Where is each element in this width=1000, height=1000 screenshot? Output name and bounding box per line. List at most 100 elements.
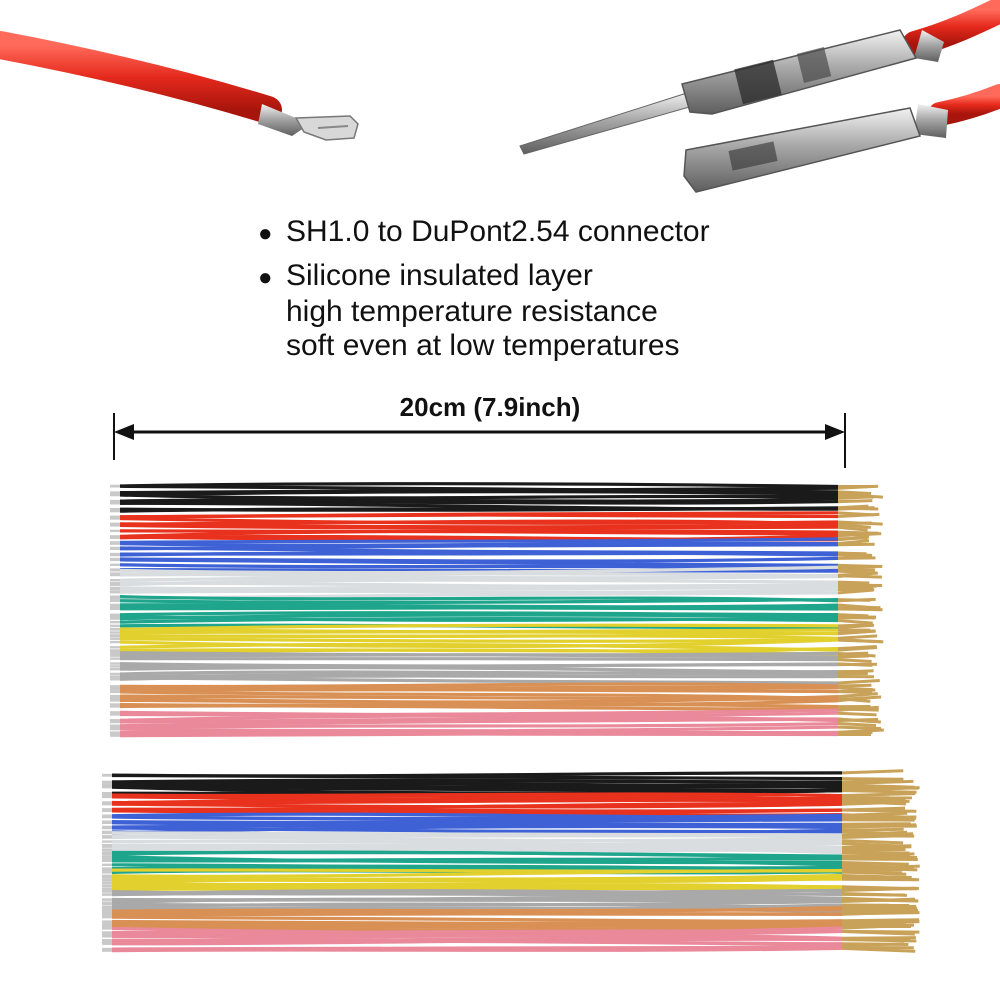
- wire: [119, 587, 839, 594]
- dupont-terminal: [837, 629, 875, 635]
- dupont-terminal: [837, 651, 876, 658]
- dupont-terminal: [841, 864, 920, 871]
- dupont-terminal: [837, 705, 879, 712]
- wire-bundle-top: [110, 482, 884, 738]
- dupont-terminal: [841, 923, 915, 930]
- dupont-terminal: [841, 848, 906, 853]
- dimension-arrow: [113, 413, 846, 468]
- dupont-terminal: [841, 886, 919, 892]
- wire: [119, 670, 839, 679]
- wire: [111, 946, 843, 953]
- wire: [111, 824, 843, 835]
- dupont-terminal: [841, 811, 908, 817]
- wire: [119, 489, 839, 497]
- wire: [119, 513, 839, 519]
- dupont-terminal: [841, 938, 917, 943]
- dupont-terminal: [837, 696, 867, 703]
- dupont-terminal: [841, 919, 918, 926]
- wire: [119, 506, 839, 513]
- wire: [119, 704, 839, 711]
- dupont-male-pin: [519, 0, 1000, 155]
- feature-text: SH1.0 to DuPont2.54 connector: [286, 215, 710, 248]
- dupont-terminal: [837, 683, 872, 688]
- wire: [119, 690, 839, 701]
- wire: [119, 687, 839, 694]
- wire: [119, 656, 839, 662]
- dupont-terminal: [837, 539, 870, 546]
- wire: [119, 529, 839, 538]
- wire: [119, 637, 839, 643]
- wire: [119, 595, 839, 603]
- dupont-terminal: [841, 897, 916, 903]
- dupont-terminal: [837, 565, 878, 569]
- wire: [111, 822, 843, 829]
- wire: [119, 653, 839, 659]
- dupont-terminal: [841, 834, 911, 839]
- dupont-terminal: [841, 827, 904, 832]
- dupont-terminal: [837, 567, 876, 572]
- wire: [119, 623, 839, 632]
- bullet-icon: ●: [258, 220, 273, 247]
- feature-list: ● SH1.0 to DuPont2.54 connector ● Silico…: [258, 215, 858, 363]
- dupont-terminal: [837, 679, 880, 685]
- wire: [111, 773, 843, 781]
- wire: [111, 835, 843, 843]
- wire: [119, 717, 839, 728]
- feature-text-continued: soft even at low temperatures: [286, 329, 680, 362]
- dupont-terminal: [841, 853, 910, 859]
- wire: [111, 884, 843, 891]
- dupont-terminal: [841, 906, 918, 912]
- wire: [111, 869, 843, 878]
- wire: [119, 551, 839, 556]
- bullet-icon: ●: [258, 264, 273, 291]
- dupont-terminal: [837, 588, 874, 595]
- wire: [119, 586, 839, 591]
- dupont-terminal: [837, 598, 871, 602]
- dupont-terminal: [837, 634, 878, 640]
- dupont-terminal: [837, 692, 878, 699]
- wire: [119, 721, 839, 730]
- feature-text-continued: high temperature resistance: [286, 295, 658, 328]
- wire: [111, 923, 843, 929]
- dupont-terminal: [841, 861, 909, 866]
- sh10-terminal-wire: [0, 31, 359, 141]
- wire: [119, 633, 839, 640]
- dupont-terminal: [841, 769, 904, 775]
- wire: [119, 648, 839, 656]
- wire: [119, 676, 839, 685]
- dupont-terminal: [837, 551, 867, 556]
- dupont-terminal: [837, 495, 875, 500]
- dupont-terminal: [837, 536, 868, 541]
- wire: [119, 496, 839, 503]
- dupont-terminal: [841, 788, 917, 794]
- dupont-terminal: [837, 542, 875, 547]
- feature-item-connector: ● SH1.0 to DuPont2.54 connector: [258, 215, 858, 251]
- feature-text: Silicone insulated layer: [286, 259, 593, 292]
- dupont-terminal: [837, 645, 877, 651]
- dupont-terminal: [837, 532, 882, 538]
- dupont-terminal: [841, 918, 920, 923]
- dupont-terminal: [837, 512, 880, 519]
- dupont-terminal: [841, 946, 916, 953]
- dupont-terminal: [837, 717, 882, 724]
- dupont-terminal: [841, 792, 916, 798]
- wire: [119, 574, 839, 582]
- dupont-terminal: [837, 607, 883, 612]
- dupont-terminal: [837, 711, 877, 717]
- dupont-terminal: [841, 929, 920, 934]
- dupont-terminal: [841, 870, 907, 876]
- dupont-terminal: [841, 892, 907, 897]
- length-label: 20cm (7.9inch): [399, 392, 581, 422]
- wire: [111, 798, 843, 805]
- dupont-terminal: [841, 832, 914, 838]
- dupont-female-socket: [683, 84, 1000, 193]
- dupont-terminal: [837, 722, 877, 727]
- dupont-terminal: [837, 638, 882, 644]
- dupont-terminal: [837, 572, 872, 578]
- dupont-terminal: [841, 808, 917, 813]
- wire: [119, 732, 839, 738]
- wire: [119, 642, 839, 652]
- dupont-terminal: [837, 580, 870, 585]
- dupont-terminal: [841, 910, 908, 916]
